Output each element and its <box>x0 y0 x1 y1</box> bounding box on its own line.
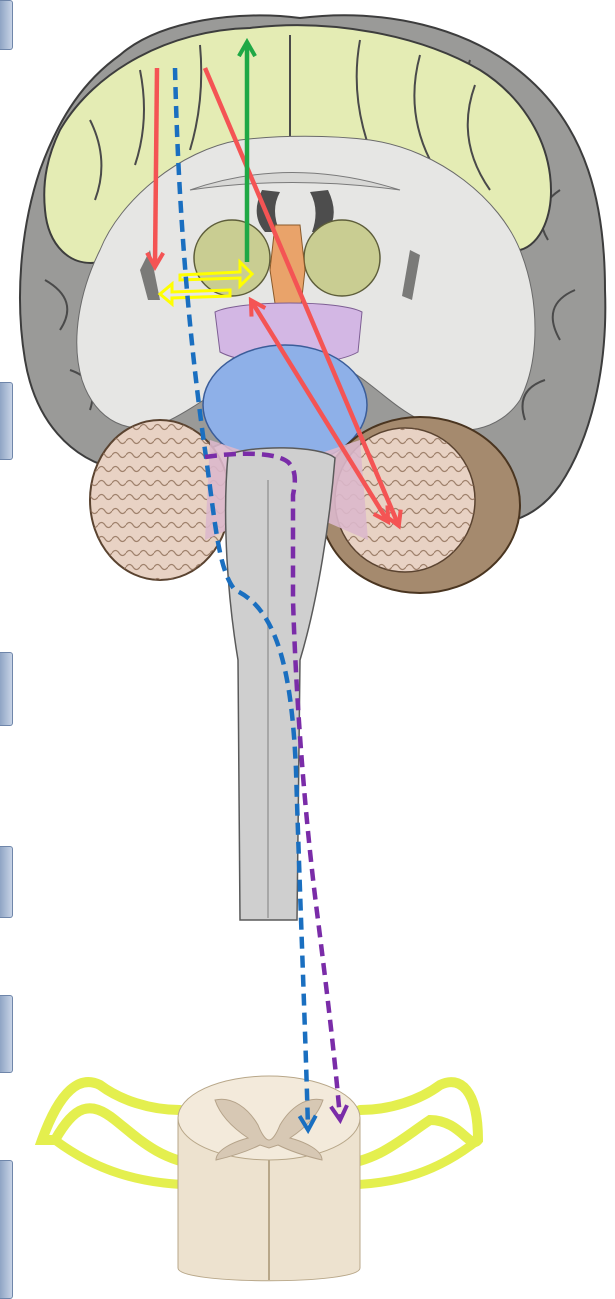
spinal-cord-segment <box>42 1076 478 1281</box>
brainstem-medulla <box>226 448 335 920</box>
red-arrow-cortex-to-striatum <box>155 68 157 265</box>
thalamus-right <box>304 220 380 296</box>
thalamus-left <box>194 220 270 296</box>
